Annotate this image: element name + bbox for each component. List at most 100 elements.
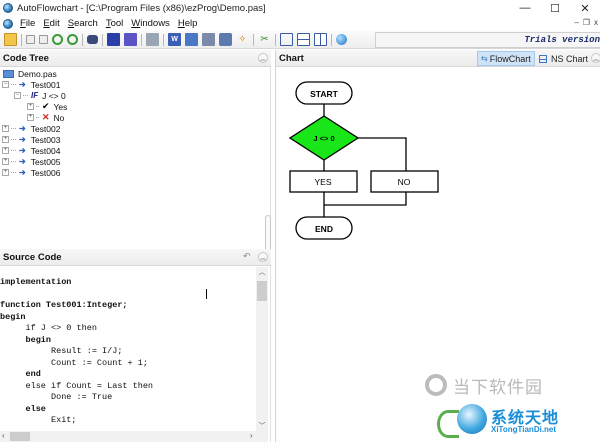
- expand-all-icon[interactable]: [26, 35, 35, 44]
- tree-item-test003[interactable]: + ➔ Test003: [0, 134, 271, 145]
- maximize-button[interactable]: ☐: [550, 2, 560, 15]
- expand-toggle[interactable]: +: [2, 169, 9, 176]
- open-folder-icon[interactable]: [4, 33, 17, 46]
- tab-flowchart[interactable]: ⇆ FlowChart: [477, 51, 535, 66]
- flow-node-yes[interactable]: YES: [289, 170, 358, 193]
- tree-item-label: Test004: [30, 145, 61, 156]
- zoom-in-icon[interactable]: [52, 34, 63, 45]
- tree-item-yes[interactable]: + ✔ Yes: [0, 101, 271, 112]
- collapse-panel-button[interactable]: ︽: [258, 53, 268, 63]
- minimize-button[interactable]: —: [519, 2, 531, 14]
- mdi-restore-button[interactable]: ❐: [582, 18, 590, 27]
- menu-help[interactable]: Help: [174, 18, 202, 29]
- tools-icon[interactable]: ✂: [260, 34, 269, 45]
- tree-connector: [11, 161, 16, 162]
- undo-icon[interactable]: ↶: [243, 251, 251, 261]
- code-tree-header: Code Tree ︽: [0, 50, 271, 67]
- collapse-panel-button[interactable]: ︽: [591, 53, 600, 63]
- menu-windows[interactable]: Windows: [127, 18, 174, 29]
- collapse-all-icon[interactable]: [39, 35, 48, 44]
- menu-tool-accel: T: [105, 18, 111, 29]
- collapse-toggle[interactable]: −: [14, 92, 21, 99]
- code-line: begin: [0, 334, 52, 345]
- expand-toggle[interactable]: +: [27, 103, 34, 110]
- window-title: AutoFlowchart - [C:\Program Files (x86)\…: [17, 2, 266, 14]
- function-arrow-icon: ➔: [19, 146, 26, 155]
- tree-connector: [11, 128, 16, 129]
- mdi-controls: – ❐ x: [574, 18, 598, 27]
- tree-item-test002[interactable]: + ➔ Test002: [0, 123, 271, 134]
- menu-search-label: earch: [74, 18, 98, 29]
- close-button[interactable]: ✕: [580, 2, 590, 15]
- document-menu-icon[interactable]: [3, 18, 13, 29]
- ns-chart-icon: [539, 54, 547, 63]
- mdi-minimize-button[interactable]: –: [574, 18, 579, 27]
- tree-item-if[interactable]: − IF J <> 0: [0, 90, 271, 101]
- code-editor[interactable]: implementation function Test001:Integer;…: [0, 267, 256, 431]
- code-line: begin: [0, 311, 26, 322]
- export-send-icon[interactable]: [219, 33, 232, 46]
- watermark: 当下软件园 系统天地 XiTongTianDi.net: [425, 370, 600, 442]
- toolbar-separator: [253, 33, 254, 46]
- export-image-icon[interactable]: [202, 33, 215, 46]
- tab-ns-chart[interactable]: NS Chart: [536, 51, 591, 66]
- expand-toggle[interactable]: +: [2, 158, 9, 165]
- print-icon[interactable]: [146, 33, 159, 46]
- menu-edit[interactable]: Edit: [39, 18, 63, 29]
- save-icon[interactable]: [107, 33, 120, 46]
- expand-toggle[interactable]: +: [2, 136, 9, 143]
- menu-help-accel: H: [177, 18, 185, 29]
- flow-node-no[interactable]: NO: [370, 170, 439, 193]
- cascade-icon[interactable]: [280, 33, 293, 46]
- menu-search[interactable]: Search: [64, 18, 102, 29]
- tree-item-label: Test006: [30, 167, 61, 178]
- scrollbar-thumb[interactable]: [10, 432, 30, 441]
- trial-banner: Trials version: [190, 31, 600, 49]
- tree-connector: [11, 84, 16, 85]
- export-word-icon[interactable]: W: [168, 33, 181, 46]
- help-icon[interactable]: [336, 34, 347, 45]
- horizontal-scrollbar[interactable]: ‹ ›: [0, 431, 268, 442]
- toolbar-separator: [331, 33, 332, 46]
- expand-toggle[interactable]: +: [2, 125, 9, 132]
- scroll-right-arrow-icon[interactable]: ›: [250, 431, 253, 440]
- tree-item-test006[interactable]: + ➔ Test006: [0, 167, 271, 178]
- flow-node-decision[interactable]: J <> 0: [288, 115, 360, 161]
- yes-label: YES: [314, 177, 331, 187]
- check-icon: ✔: [42, 101, 50, 111]
- toolbar-separator: [102, 33, 103, 46]
- tree-item-test001[interactable]: − ➔ Test001: [0, 79, 271, 90]
- tile-horizontal-icon[interactable]: [297, 33, 310, 46]
- tree-item-test005[interactable]: + ➔ Test005: [0, 156, 271, 167]
- zoom-out-icon[interactable]: [67, 34, 78, 45]
- menu-windows-accel: W: [131, 18, 141, 29]
- tree-root[interactable]: Demo.pas: [0, 68, 271, 79]
- scroll-left-arrow-icon[interactable]: ‹: [2, 431, 5, 440]
- collapse-panel-button[interactable]: ︽: [258, 252, 268, 262]
- tree-item-test004[interactable]: + ➔ Test004: [0, 145, 271, 156]
- tile-vertical-icon[interactable]: [314, 33, 327, 46]
- expand-toggle[interactable]: +: [2, 147, 9, 154]
- menu-tool[interactable]: Tool: [102, 18, 127, 29]
- tree-item-no[interactable]: + ✕ No: [0, 112, 271, 123]
- scroll-up-arrow-icon[interactable]: ︿: [258, 269, 266, 276]
- toolbar-separator: [21, 33, 22, 46]
- find-icon[interactable]: [87, 35, 98, 44]
- tree-item-label: Test002: [30, 123, 61, 134]
- tree-item-label: Yes: [53, 101, 68, 112]
- scrollbar-thumb[interactable]: [257, 281, 267, 301]
- save-all-icon[interactable]: [124, 33, 137, 46]
- export-visio-icon[interactable]: [185, 33, 198, 46]
- flow-node-end[interactable]: END: [295, 216, 353, 240]
- scroll-down-arrow-icon[interactable]: ﹀: [258, 423, 266, 430]
- expand-toggle[interactable]: +: [27, 114, 34, 121]
- menu-file[interactable]: File: [16, 18, 39, 29]
- collapse-toggle[interactable]: −: [2, 81, 9, 88]
- vertical-scrollbar[interactable]: ︿ ﹀: [256, 267, 268, 431]
- code-tree-panel: Code Tree ︽ Demo.pas − ➔ Test001 − IF J …: [0, 50, 271, 245]
- mdi-close-button[interactable]: x: [594, 18, 598, 27]
- code-line: Exit;: [0, 415, 77, 425]
- watermark-brand: 系统天地 XiTongTianDi.net: [437, 400, 600, 440]
- flow-node-start[interactable]: START: [295, 81, 353, 105]
- wizard-icon[interactable]: ✧: [238, 34, 247, 45]
